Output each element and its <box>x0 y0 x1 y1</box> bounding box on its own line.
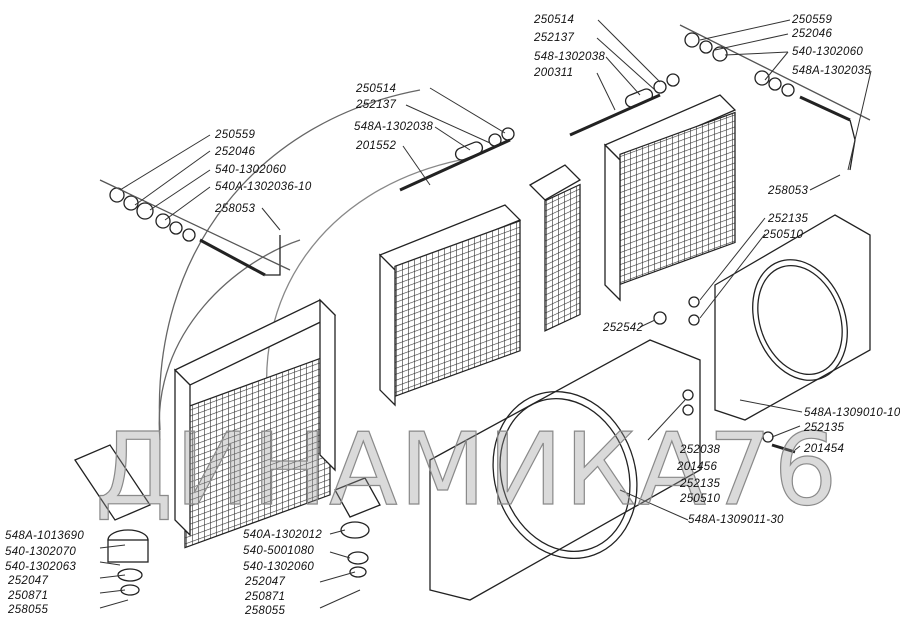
radiator-right-upper <box>603 94 737 302</box>
part-label: 548А-1013690 <box>5 530 85 542</box>
radiator-narrow-core <box>528 164 582 332</box>
part-label: 250559 <box>215 129 256 141</box>
part-label: 540-5001080 <box>243 545 315 557</box>
part-label: 548А-1302038 <box>354 121 434 133</box>
part-label: 252135 <box>804 422 845 434</box>
part-label: 540А-1302012 <box>243 529 323 541</box>
part-label: 252542 <box>603 322 644 334</box>
part-label: 252047 <box>245 576 286 588</box>
part-label: 548А-1309011-30 <box>688 514 784 526</box>
part-label: 250514 <box>534 14 575 26</box>
part-label: 252137 <box>356 99 397 111</box>
part-label: 252135 <box>768 213 809 225</box>
radiator-left <box>173 298 337 549</box>
part-label: 540-1302060 <box>792 46 864 58</box>
part-label: 252047 <box>8 575 49 587</box>
part-label: 250514 <box>356 83 397 95</box>
part-label: 252046 <box>215 146 256 158</box>
fan-shroud-right <box>714 214 871 421</box>
part-label: 540-1302060 <box>215 164 287 176</box>
part-label: 548-1302038 <box>534 51 606 63</box>
part-label: 258055 <box>245 605 286 617</box>
part-label: 250510 <box>680 493 721 505</box>
part-label: 250871 <box>245 591 286 603</box>
part-label: 252046 <box>792 28 833 40</box>
part-label: 548А-1302035 <box>792 65 872 77</box>
part-label: 258053 <box>768 185 809 197</box>
part-label: 540А-1302036-10 <box>215 181 312 193</box>
part-label: 258055 <box>8 604 49 616</box>
part-label: 250510 <box>763 229 804 241</box>
part-label: 200311 <box>534 67 574 79</box>
fan-shroud-front <box>429 339 701 601</box>
part-label: 258053 <box>215 203 256 215</box>
part-label: 201454 <box>804 443 845 455</box>
part-label: 540-1302063 <box>5 561 77 573</box>
part-label: 250559 <box>792 14 833 26</box>
part-label: 250871 <box>8 590 49 602</box>
part-label: 201456 <box>677 461 718 473</box>
radiator-middle <box>378 204 522 407</box>
part-label: 252038 <box>680 444 721 456</box>
part-label: 252135 <box>680 478 721 490</box>
watermark: ДИНАМИКА76 <box>94 411 840 528</box>
part-label: 540-1302060 <box>243 561 315 573</box>
part-label: 252137 <box>534 32 575 44</box>
part-label: 201552 <box>356 140 397 152</box>
part-label: 540-1302070 <box>5 546 77 558</box>
part-label: 548А-1309010-10 <box>804 407 900 419</box>
